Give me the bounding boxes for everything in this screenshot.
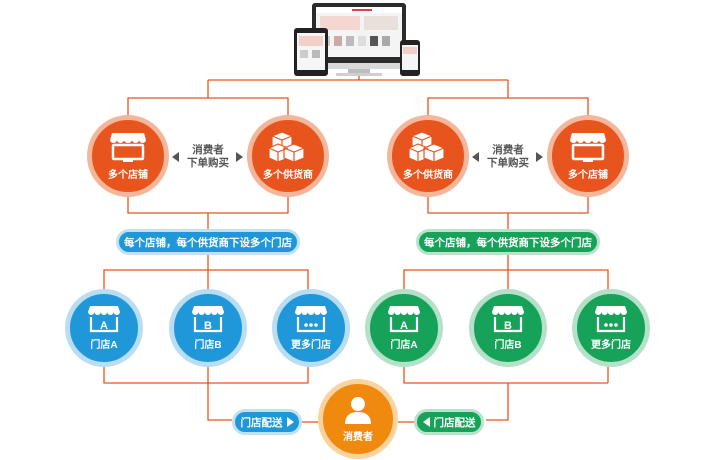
store-node-more: 更多门店	[572, 289, 650, 367]
supplier-label: 多个供货商	[263, 170, 313, 181]
delivery-label: 门店配送	[240, 416, 283, 429]
right-banner: 每个店铺，每个供货商下设多个门店	[416, 229, 600, 255]
right-delivery-pill: 门店配送	[414, 409, 484, 435]
arrow-left-icon	[472, 152, 479, 162]
boxes-icon	[268, 131, 305, 163]
store-node-more: 更多门店	[272, 289, 350, 367]
store-label: 门店B	[194, 340, 222, 351]
devices-icon	[294, 3, 420, 76]
store-node-a: A 门店A	[65, 289, 143, 367]
flow-note-line1: 消费者	[192, 144, 224, 156]
delivery-label: 门店配送	[433, 416, 476, 429]
left-delivery-pill: 门店配送	[232, 409, 302, 435]
consumer-label: 消费者	[343, 432, 373, 443]
storefront-icon: A	[88, 306, 120, 333]
storefront-icon: B	[492, 306, 524, 333]
shop-monitor-icon	[110, 133, 146, 162]
flow-note-line2: 下单购买	[487, 157, 529, 169]
left-banner: 每个店铺，每个供货商下设多个门店	[116, 229, 300, 255]
store-node-b: B 门店B	[169, 289, 247, 367]
boxes-icon	[408, 131, 445, 163]
storefront-icon: B	[192, 306, 224, 333]
store-label: 门店B	[494, 340, 522, 351]
flow-note: 消费者 下单购买	[173, 144, 243, 170]
supplier-node: 多个供货商	[387, 115, 469, 197]
store-node-b: B 门店B	[469, 289, 547, 367]
consumer-node: 消费者	[318, 379, 398, 459]
flow-note-line2: 下单购买	[187, 157, 229, 169]
arrow-right-icon	[536, 152, 543, 162]
store-letter: B	[204, 320, 212, 332]
supplier-node: 多个供货商	[247, 115, 329, 197]
supplier-label: 多个供货商	[403, 170, 453, 181]
user-icon	[345, 397, 371, 424]
flow-note: 消费者 下单购买	[473, 144, 543, 170]
store-label: 更多门店	[591, 340, 631, 351]
store-node-a: A 门店A	[365, 289, 443, 367]
store-label: 门店A	[90, 340, 118, 351]
shop-node: 多个店铺	[87, 115, 169, 197]
store-letter: A	[400, 320, 408, 332]
store-label: 门店A	[390, 340, 418, 351]
store-letter: A	[100, 320, 108, 332]
arrow-left-icon	[172, 152, 179, 162]
store-letter: B	[504, 320, 512, 332]
storefront-icon	[595, 306, 627, 333]
storefront-icon: A	[388, 306, 420, 333]
shop-label: 多个店铺	[568, 170, 608, 181]
storefront-icon	[295, 306, 327, 333]
flow-note-line1: 消费者	[492, 144, 524, 156]
shop-monitor-icon	[570, 133, 606, 162]
shop-label: 多个店铺	[108, 170, 148, 181]
shop-node: 多个店铺	[547, 115, 629, 197]
store-label: 更多门店	[291, 340, 331, 351]
play-left-icon	[422, 417, 430, 427]
play-right-icon	[286, 417, 294, 427]
arrow-right-icon	[236, 152, 243, 162]
